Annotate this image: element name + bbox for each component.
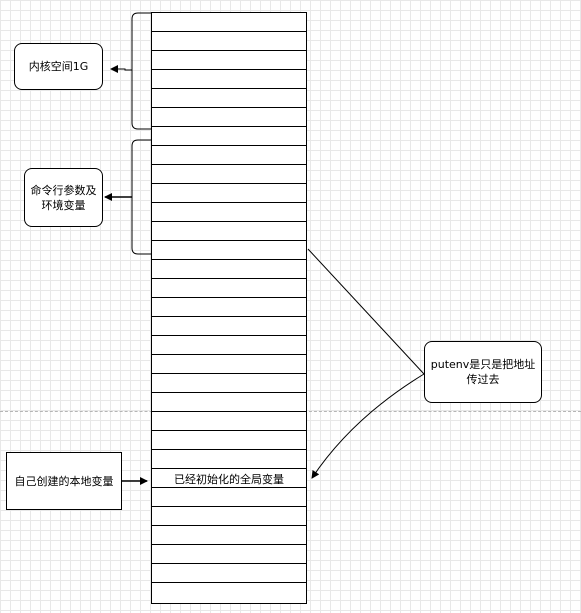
memory-row	[152, 241, 306, 260]
memory-row	[152, 165, 306, 184]
memory-row	[152, 13, 306, 32]
memory-row	[152, 184, 306, 203]
kernel-space-arrow	[110, 65, 132, 73]
putenv-arrow	[311, 373, 425, 479]
memory-row	[152, 583, 306, 602]
putenv-link-line	[307, 248, 425, 375]
cmdline-env-label-line1: 命令行参数及	[30, 183, 97, 197]
memory-row	[152, 507, 306, 526]
local-vars-box: 自己创建的本地变量	[6, 452, 122, 510]
memory-row	[152, 298, 306, 317]
cmdline-env-brace	[131, 139, 151, 255]
memory-row	[152, 355, 306, 374]
memory-row	[152, 203, 306, 222]
memory-row	[152, 108, 306, 127]
memory-row	[152, 222, 306, 241]
kernel-space-label: 内核空间1G	[28, 60, 89, 73]
local-vars-label: 自己创建的本地变量	[14, 474, 114, 488]
putenv-note-text: putenv是只是把地址 传过去	[431, 357, 536, 387]
initialized-globals-label: 已经初始化的全局变量	[174, 473, 284, 486]
memory-row	[152, 260, 306, 279]
putenv-label-line2: 传过去	[466, 373, 500, 386]
memory-row	[152, 317, 306, 336]
memory-row	[152, 70, 306, 89]
memory-row	[152, 469, 306, 488]
memory-row	[152, 127, 306, 146]
kernel-space-brace	[131, 12, 151, 130]
memory-row	[152, 374, 306, 393]
memory-row	[152, 488, 306, 507]
memory-row	[152, 51, 306, 70]
putenv-label-line1: putenv是只是把地址	[430, 358, 536, 371]
kernel-space-box: 内核空间1G	[14, 43, 103, 90]
memory-row	[152, 564, 306, 583]
memory-row	[152, 545, 306, 564]
memory-row	[152, 146, 306, 165]
memory-row	[152, 450, 306, 469]
cmdline-env-label-line2: 环境变量	[41, 198, 86, 212]
putenv-note-box: putenv是只是把地址 传过去	[424, 341, 542, 403]
memory-row	[152, 336, 306, 355]
memory-row	[152, 526, 306, 545]
memory-row	[152, 412, 306, 431]
memory-row	[152, 393, 306, 412]
cmdline-env-box: 命令行参数及 环境变量	[24, 168, 103, 227]
memory-stack: 已经初始化的全局变量	[151, 12, 307, 604]
cmdline-env-text: 命令行参数及 环境变量	[31, 183, 97, 213]
memory-row	[152, 32, 306, 51]
memory-row	[152, 279, 306, 298]
memory-row	[152, 431, 306, 450]
memory-row	[152, 89, 306, 108]
